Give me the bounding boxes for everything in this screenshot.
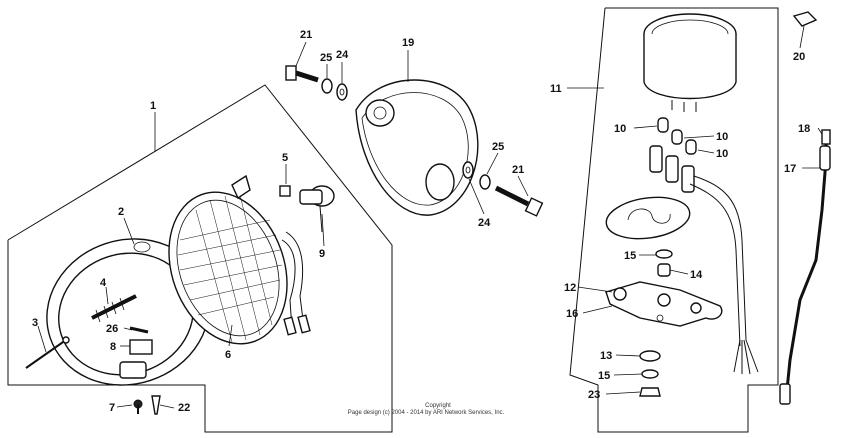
callout-10-mid: 10 xyxy=(716,131,728,143)
leader-lines xyxy=(37,25,823,409)
washer-15-top xyxy=(655,249,673,259)
cable-clip xyxy=(792,11,818,27)
rim-nut xyxy=(129,339,153,355)
meter-case-lower xyxy=(605,196,691,240)
case-bolt-top xyxy=(285,65,348,101)
callout-23: 23 xyxy=(588,389,600,401)
callout-1: 1 xyxy=(150,100,156,112)
callout-11: 11 xyxy=(550,83,562,95)
copyright-line-1: Copyright xyxy=(425,403,451,409)
callout-19: 19 xyxy=(402,37,414,49)
callout-26: 26 xyxy=(106,323,118,335)
speedometer-assembly-outline xyxy=(569,7,779,433)
headlight-case xyxy=(355,79,479,216)
callout-5: 5 xyxy=(282,152,288,164)
callout-8: 8 xyxy=(110,341,116,353)
callout-15-top: 15 xyxy=(624,250,636,262)
callout-7: 7 xyxy=(109,402,115,414)
callout-21-right: 21 xyxy=(512,164,524,176)
nut-23 xyxy=(639,387,661,397)
speedometer-head xyxy=(643,13,737,112)
bulb-socket xyxy=(299,185,335,233)
rim-screw xyxy=(25,336,70,369)
callout-15-bottom: 15 xyxy=(598,370,610,382)
callout-22: 22 xyxy=(178,402,190,414)
callout-14: 14 xyxy=(690,269,703,281)
headlight-assembly-outline xyxy=(7,84,393,433)
sealed-beam-unit xyxy=(168,174,311,345)
callout-16: 16 xyxy=(566,308,578,320)
callout-25-right: 25 xyxy=(492,141,504,153)
callout-6: 6 xyxy=(225,349,231,361)
callout-20: 20 xyxy=(793,51,805,63)
bulb-clip xyxy=(279,185,291,197)
callout-2: 2 xyxy=(118,206,124,218)
copyright-line-2: Page design (c) 2004 - 2014 by ARI Netwo… xyxy=(348,410,505,416)
headlight-rim xyxy=(46,238,210,386)
collar-14 xyxy=(657,263,671,277)
callout-13: 13 xyxy=(600,350,612,362)
adjust-screw xyxy=(91,294,137,323)
callout-24-bottom: 24 xyxy=(478,217,491,229)
meter-bracket xyxy=(605,281,723,327)
callout-4: 4 xyxy=(100,277,107,289)
callout-9: 9 xyxy=(319,248,325,260)
callout-24-top: 24 xyxy=(336,49,349,61)
callout-18: 18 xyxy=(798,123,810,135)
washer-15-bottom xyxy=(641,369,659,379)
callout-17: 17 xyxy=(784,163,796,175)
speedometer-cable xyxy=(779,129,831,405)
bulb-sockets-harness xyxy=(649,145,759,375)
callout-3: 3 xyxy=(32,317,38,329)
screw-22 xyxy=(151,395,161,415)
callout-25-top: 25 xyxy=(320,52,332,64)
meter-bulbs xyxy=(657,117,697,155)
washer-13 xyxy=(639,350,661,362)
callout-10-left: 10 xyxy=(614,123,626,135)
spring xyxy=(129,326,149,334)
case-bolt-right xyxy=(462,161,544,217)
screw-7 xyxy=(133,399,143,414)
callout-12: 12 xyxy=(564,282,576,294)
callout-10-right: 10 xyxy=(716,148,728,160)
callout-labels: 1 2 3 4 5 6 7 8 9 10 10 10 11 12 13 14 1… xyxy=(32,29,810,414)
callout-21-top: 21 xyxy=(300,29,312,41)
